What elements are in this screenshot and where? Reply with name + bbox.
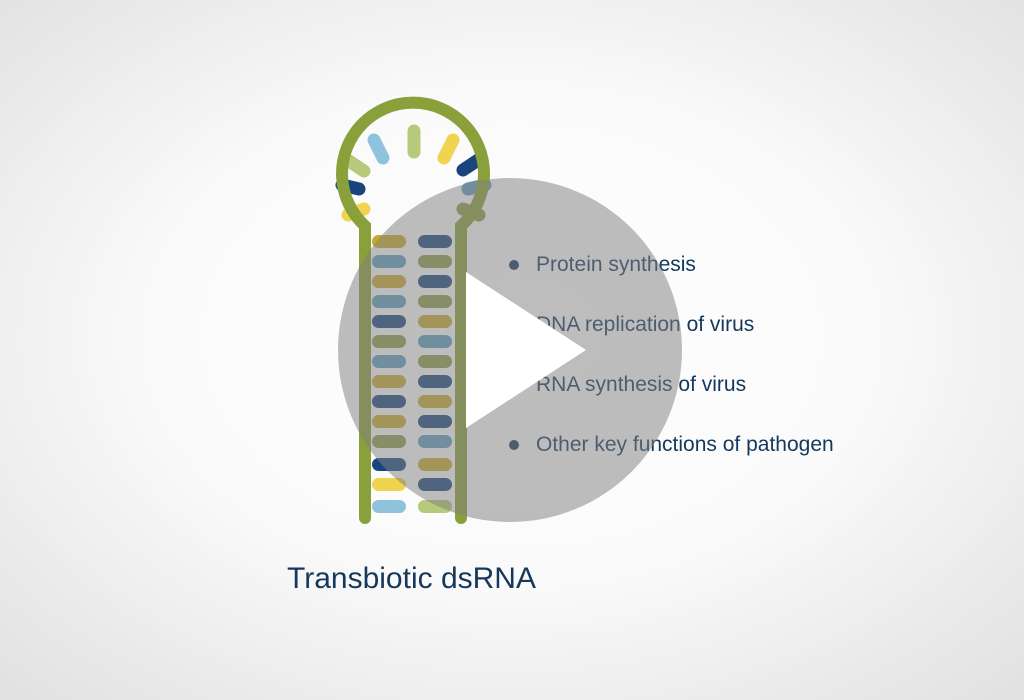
play-icon[interactable] — [466, 272, 586, 428]
diagram-caption: Transbiotic dsRNA — [287, 562, 536, 595]
play-button[interactable] — [338, 178, 682, 522]
